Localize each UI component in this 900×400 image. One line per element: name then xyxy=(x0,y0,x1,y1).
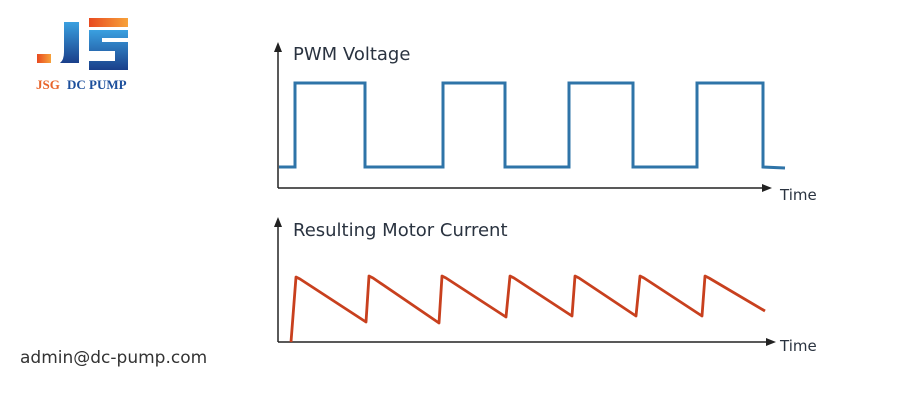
x-axis-label: Time xyxy=(779,186,817,204)
y-axis-arrow-icon xyxy=(274,42,282,52)
x-axis-arrow-icon xyxy=(762,184,772,192)
logo: JSG DC PUMP xyxy=(36,18,128,92)
current-waveform xyxy=(289,274,766,343)
current-chart-title: Resulting Motor Current xyxy=(293,220,508,241)
logo-s-shape xyxy=(89,30,128,70)
motor-current-chart: Resulting Motor Current Time xyxy=(274,217,817,355)
logo-text-dc-pump: DC PUMP xyxy=(67,77,127,92)
pwm-waveform xyxy=(279,81,786,170)
contact-email: admin@dc-pump.com xyxy=(20,348,208,368)
pwm-voltage-chart: PWM Voltage Time xyxy=(274,42,817,204)
x-axis-arrow-icon xyxy=(766,338,776,346)
logo-orange-bar xyxy=(89,18,128,27)
logo-orange-block xyxy=(37,54,51,63)
logo-text-jsg: JSG xyxy=(36,77,60,92)
y-axis-arrow-icon xyxy=(274,217,282,227)
pwm-chart-title: PWM Voltage xyxy=(293,44,410,65)
logo-j-shape xyxy=(60,22,79,63)
x-axis-label: Time xyxy=(779,337,817,355)
